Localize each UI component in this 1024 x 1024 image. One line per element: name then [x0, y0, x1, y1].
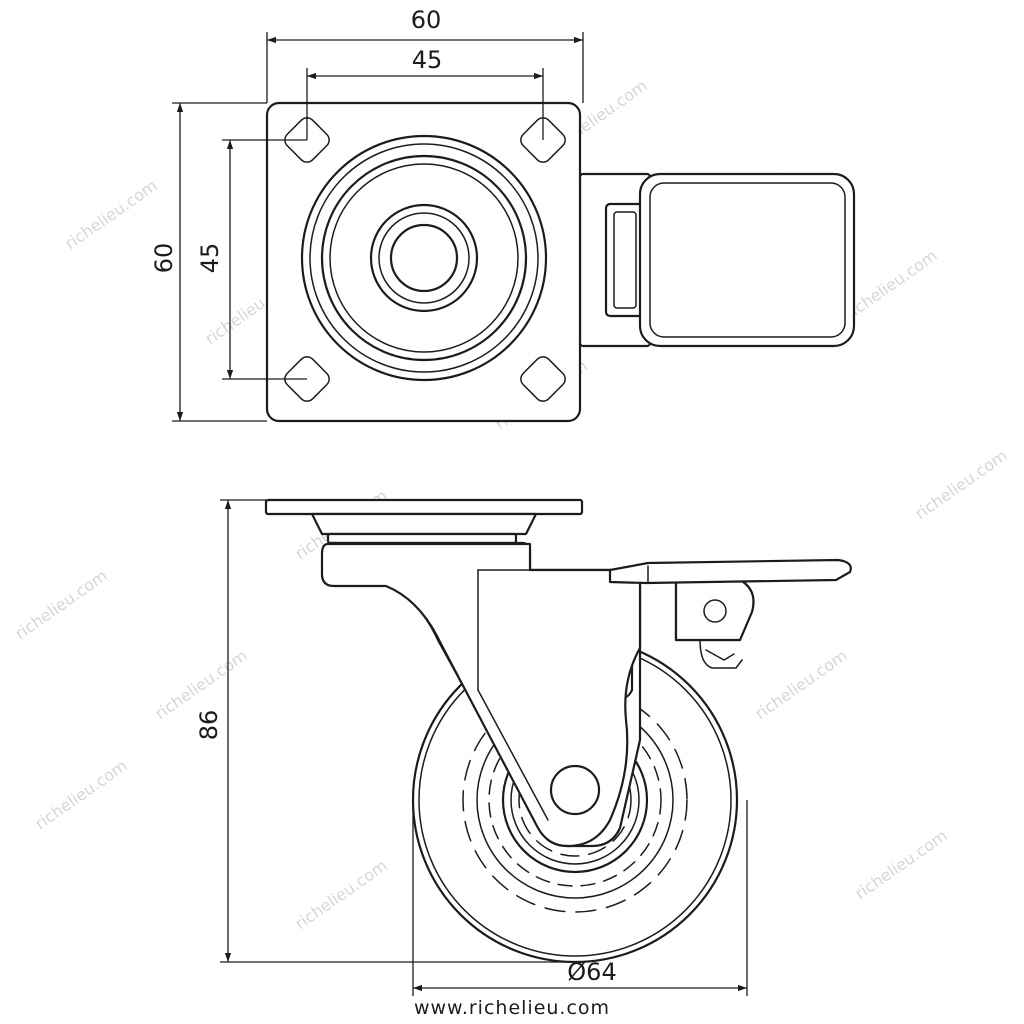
bolt-hole-top-right [520, 117, 566, 163]
axle [549, 764, 601, 816]
side-view: 86 Ø64 [195, 498, 852, 996]
swivel-bearing [326, 532, 518, 545]
dimension-label: 86 [195, 710, 223, 741]
bolt-hole-bottom-left [284, 356, 330, 402]
brake-pedal-top-view [578, 172, 856, 348]
dimension-label: 60 [411, 6, 442, 34]
watermark-text: richelieu.com [61, 176, 160, 253]
dimension-hole-spacing-horizontal: 45 [306, 46, 544, 140]
dimension-label: Ø64 [567, 958, 616, 986]
dimension-label: 45 [412, 46, 443, 74]
bolt-hole-bottom-right [520, 356, 566, 402]
dimension-plate-height: 60 [150, 102, 267, 422]
mounting-plate-top [265, 101, 582, 423]
dimension-wheel-diameter: Ø64 [412, 800, 748, 996]
watermark-text: richelieu.com [851, 826, 950, 903]
top-view: 60 45 60 45 [150, 6, 856, 423]
website-url: www.richelieu.com [414, 997, 610, 1019]
watermark-text: richelieu.com [841, 246, 940, 323]
watermark-text: richelieu.com [291, 856, 390, 933]
dimension-overall-height: 86 [195, 499, 575, 963]
mounting-plate-side [264, 498, 584, 516]
plate-boss [310, 512, 538, 536]
swivel-rings [300, 134, 548, 382]
dimension-plate-width: 60 [266, 6, 584, 103]
bolt-hole-top-left [284, 117, 330, 163]
dimension-label: 60 [150, 243, 178, 274]
watermark-text: richelieu.com [911, 446, 1010, 523]
watermark-text: richelieu.com [31, 756, 130, 833]
brake-assembly [608, 558, 852, 669]
watermark-text: richelieu.com [11, 566, 110, 643]
dimension-hole-spacing-vertical: 45 [196, 139, 307, 380]
brake-pedal [608, 558, 852, 585]
watermark-text: richelieu.com [751, 646, 850, 723]
dimension-label: 45 [196, 243, 224, 274]
